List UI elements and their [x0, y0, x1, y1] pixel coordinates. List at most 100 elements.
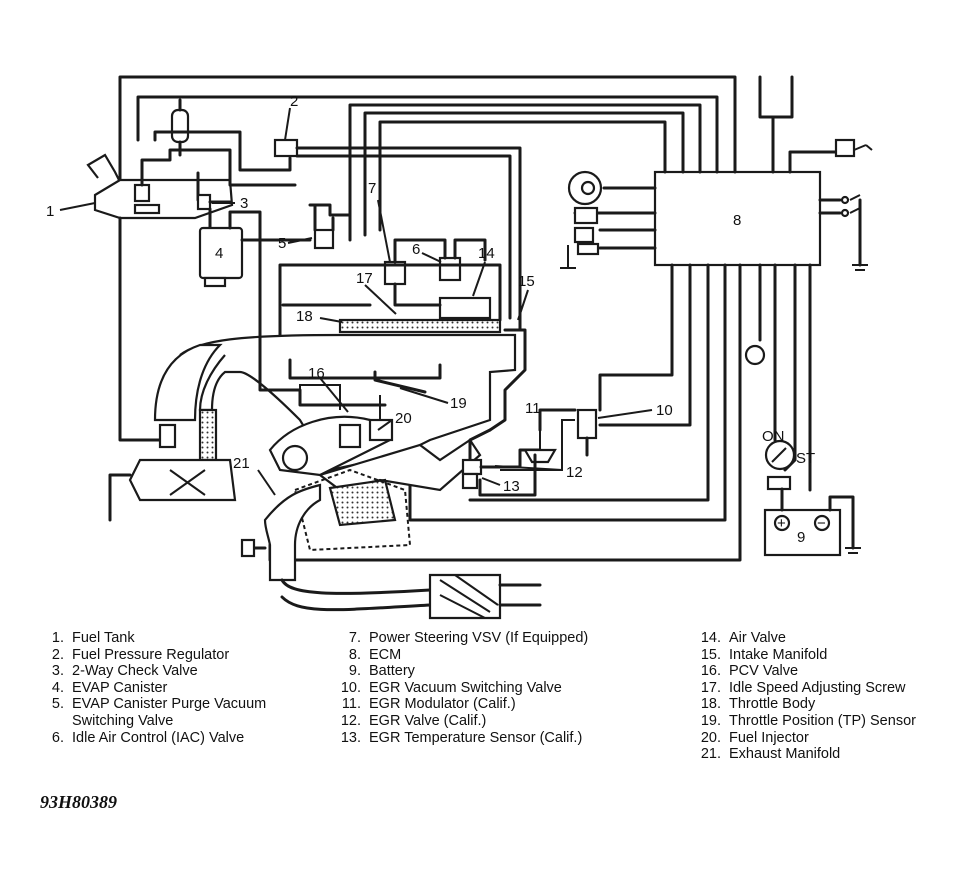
legend-item-number: 21. — [700, 746, 721, 763]
legend-item: 10. EGR Vacuum Switching Valve — [333, 680, 588, 697]
legend-item-number: 12. — [340, 712, 361, 729]
legend-item-text: Exhaust Manifold — [729, 746, 841, 763]
legend-item: 4. EVAP Canister — [40, 680, 266, 697]
callout-6: 6 — [412, 241, 420, 258]
callout-8: 8 — [733, 212, 741, 229]
legend-item-text: Power Steering VSV (If Equipped) — [369, 630, 589, 646]
callout-11: 11 — [525, 400, 541, 417]
callout-20: 20 — [395, 410, 412, 427]
battery-negative: − — [817, 515, 826, 532]
legend-item: 17. Idle Speed Adjusting Screw — [693, 680, 916, 697]
switch-label-on: ON — [762, 428, 785, 445]
figure-id: 93H80389 — [40, 792, 118, 812]
legend-item-text: Throttle Position (TP) Sensor — [729, 712, 916, 729]
fuel-lines — [153, 98, 522, 332]
legend-item: 14. Air Valve — [693, 630, 916, 647]
callout-13: 13 — [503, 478, 520, 495]
legend-item-number: 6. — [51, 729, 64, 746]
legend-item-text: Fuel Tank — [72, 630, 135, 646]
top-harness — [118, 75, 840, 242]
legend-item-text: Throttle Body — [729, 696, 816, 713]
right-switches — [818, 138, 873, 271]
legend-item-number: 17. — [700, 679, 721, 696]
legend-item-text: ECM — [369, 646, 402, 663]
legend-item-number: 14. — [700, 630, 721, 646]
legend-item: 15.Intake Manifold — [693, 647, 916, 664]
legend-item-text: Idle Speed Adjusting Screw — [729, 679, 906, 696]
legend-item-text: EGR Modulator (Calif.) — [369, 696, 516, 713]
legend-item-number: 9. — [348, 663, 361, 680]
battery-positive: + — [777, 515, 786, 532]
legend-item-text: EGR Valve (Calif.) — [369, 712, 487, 729]
legend-item-number: 13. — [340, 729, 361, 746]
legend-item-text: EVAP Canister Purge Vacuum — [72, 696, 267, 713]
legend-item-text: Battery — [369, 663, 415, 680]
callout-1: 1 — [46, 203, 54, 220]
ps-vsv-iac — [383, 238, 492, 320]
evap-canister — [198, 207, 312, 337]
legend-item: 1. Fuel Tank — [40, 630, 266, 647]
legend-item: 20. Fuel Injector — [693, 730, 916, 747]
legend-item-text: EGR Temperature Sensor (Calif.) — [369, 729, 583, 746]
legend-item-number: 2. — [51, 646, 64, 663]
legend-item-text: PCV Valve — [729, 663, 799, 680]
legend-item: 19. Throttle Position (TP) Sensor — [693, 713, 916, 730]
callout-16: 16 — [308, 365, 325, 382]
legend-item-number: 8. — [348, 646, 361, 663]
legend-item: 13. EGR Temperature Sensor (Calif.) — [333, 730, 588, 747]
callout-arrows — [59, 107, 653, 496]
ignition-and-battery: ON ST + − — [762, 428, 861, 557]
legend-item-number: 18. — [700, 696, 721, 713]
legend-item: 11. EGR Modulator (Calif.) — [333, 696, 588, 713]
legend-item-text: Fuel Injector — [729, 729, 809, 746]
legend-item-number: 5. — [51, 696, 64, 713]
legend-item-text: EGR Vacuum Switching Valve — [369, 679, 562, 696]
legend-item: 2. Fuel Pressure Regulator — [40, 647, 266, 664]
legend-item: 21. Exhaust Manifold — [693, 746, 916, 763]
legend-item-number: 20. — [700, 729, 721, 746]
legend-item: 3. 2-Way Check Valve — [40, 663, 266, 680]
legend-item-number: 16. — [700, 663, 721, 680]
callout-15: 15 — [518, 273, 535, 290]
legend-item-text: 2-Way Check Valve — [72, 663, 198, 680]
legend-item-number: 11. — [341, 696, 361, 713]
callout-12: 12 — [566, 464, 583, 481]
legend-item-text: Fuel Pressure Regulator — [72, 646, 230, 663]
exhaust-system — [240, 483, 542, 620]
lower-harness — [258, 333, 442, 407]
air-duct — [108, 216, 237, 522]
legend-item-number: 3. — [51, 663, 64, 680]
legend-item: 7. Power Steering VSV (If Equipped) — [333, 630, 588, 647]
legend-column-1: 1. Fuel Tank 2. Fuel Pressure Regulator 3. 2-… — [40, 630, 266, 746]
callout-17: 17 — [356, 270, 373, 287]
callout-9: 9 — [797, 529, 805, 546]
callout-numbers: 1 2 3 4 5 6 7 8 9 10 11 12 13 14 15 16 1… — [46, 93, 805, 546]
ecm-box — [653, 170, 822, 267]
legend-item-number: 15. — [700, 646, 721, 663]
legend-item: 5. EVAP Canister Purge Vacuum — [40, 696, 266, 713]
evap-purge-vsv — [308, 203, 352, 250]
legend-item-continuation: Switching Valve — [72, 712, 174, 729]
legend-item: 18. Throttle Body — [693, 696, 916, 713]
callout-3: 3 — [240, 195, 248, 212]
legend-item-number: 10. — [340, 679, 361, 696]
legend-item: 8. ECM — [333, 647, 588, 664]
legend-item-number: 7. — [348, 630, 361, 646]
callout-10: 10 — [656, 402, 673, 419]
legend-item-number: 19. — [700, 712, 721, 729]
callout-18: 18 — [296, 308, 313, 325]
callout-2: 2 — [290, 93, 298, 110]
legend-item-text: Idle Air Control (IAC) Valve — [72, 729, 245, 746]
engine-control-diagram: ON ST + − — [46, 75, 873, 620]
legend-item-text: Air Valve — [729, 630, 786, 646]
callout-14: 14 — [478, 245, 495, 262]
legend-item-number: 4. — [51, 679, 64, 696]
switch-label-st: ST — [796, 450, 815, 467]
callout-7: 7 — [368, 180, 376, 197]
ecm-left-inputs — [560, 170, 657, 269]
legend-item-number: 1. — [51, 630, 64, 646]
legend-item-text: EVAP Canister — [72, 679, 168, 696]
legend-column-2: 7. Power Steering VSV (If Equipped) 8. ECM 9… — [333, 630, 588, 746]
legend-item: 6. Idle Air Control (IAC) Valve — [40, 730, 266, 747]
